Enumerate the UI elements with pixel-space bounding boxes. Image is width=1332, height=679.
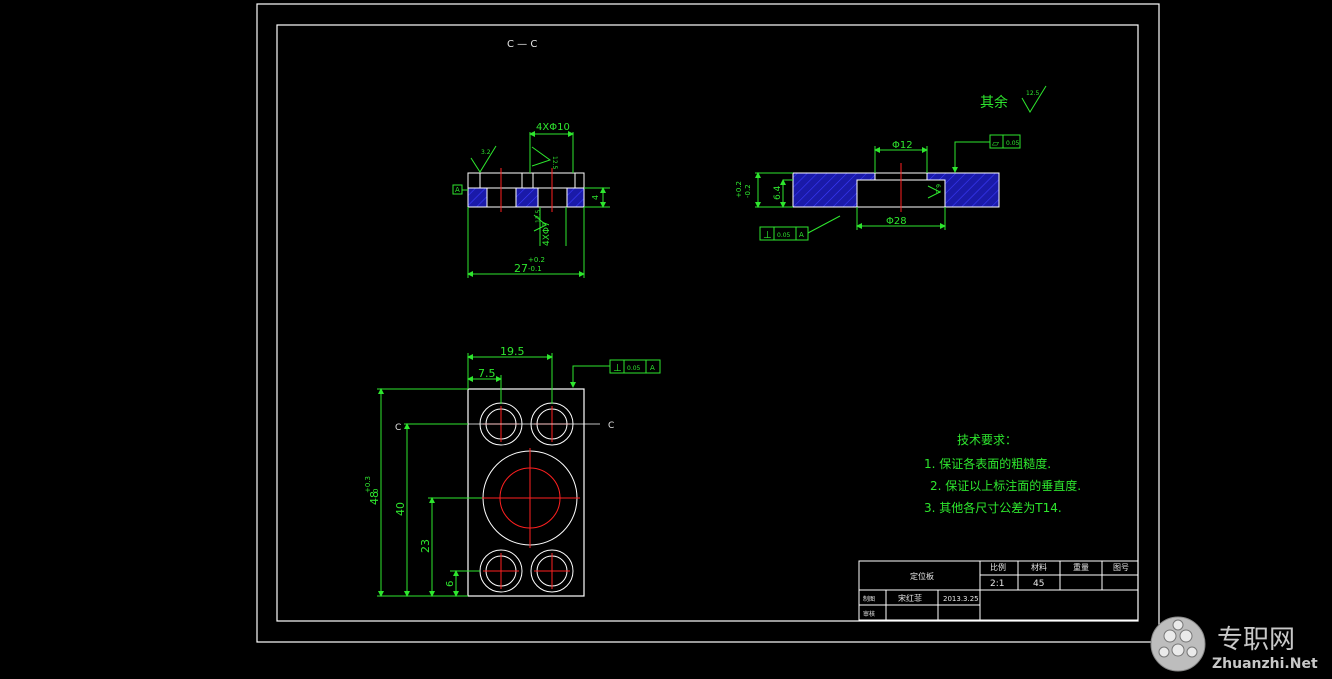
tb-date: 2013.3.25 xyxy=(943,595,979,603)
plan-section-mark-left: C xyxy=(395,423,401,433)
right-roughness-bore: 6.3 xyxy=(934,184,941,194)
plan-dim-48-tol-upper: +0.3 xyxy=(364,476,372,493)
plan-dim-40: 40 xyxy=(394,502,407,516)
right-bore-dim: Φ12 xyxy=(892,140,913,151)
plan-dim-23: 23 xyxy=(419,539,432,553)
left-roughness-left: 3.2 xyxy=(481,149,491,156)
left-hole-callout-bottom: 4XΦ7 xyxy=(542,221,552,246)
plan-dim-48-tol-lower: 0 xyxy=(372,489,380,493)
right-thickness-tol-upper: +0.2 xyxy=(735,181,743,198)
right-thickness-dim: 6.4 xyxy=(773,185,783,200)
plan-dim-48: 48 xyxy=(368,491,381,505)
left-hole-callout-top: 4XΦ10 xyxy=(536,122,570,133)
tb-drawing-no-header: 图号 xyxy=(1113,563,1129,572)
tb-drafter-name: 宋红菲 xyxy=(898,593,922,603)
tech-req-item-1: 1. 保证各表面的粗糙度. xyxy=(924,456,1051,471)
watermark-logo-icon xyxy=(1150,616,1206,672)
tech-req-item-2: 2. 保证以上标注面的垂直度. xyxy=(930,478,1081,493)
tb-reviewer-label: 审核 xyxy=(863,610,875,618)
tb-drafter-label: 制图 xyxy=(863,595,875,603)
left-datum-label: A xyxy=(455,186,460,194)
right-flatness-value: 0.05 xyxy=(1006,140,1020,147)
left-roughness-bottom: 12.5 xyxy=(535,209,542,223)
outer-frame xyxy=(256,3,1160,643)
tb-material-value: 45 xyxy=(1033,579,1044,589)
tb-scale-value: 2:1 xyxy=(990,579,1004,589)
left-depth-dim: 4 xyxy=(591,195,600,200)
watermark-en: Zhuanzhi.Net xyxy=(1212,656,1318,672)
roughness-other-label: 其余 xyxy=(980,94,1008,111)
roughness-other-value: 12.5 xyxy=(1026,90,1040,97)
right-perp-symbol: ⊥ xyxy=(763,230,772,241)
tb-scale-header: 比例 xyxy=(990,562,1006,572)
plan-dim-19-5: 19.5 xyxy=(500,345,525,358)
plan-perp-datum: A xyxy=(650,364,655,372)
plan-perp-symbol: ⊥ xyxy=(613,363,622,374)
right-flatness-symbol: ⏥ xyxy=(992,139,999,149)
title-block xyxy=(858,560,1139,621)
left-width-dim: 27 xyxy=(514,262,528,275)
plan-perp-value: 0.05 xyxy=(627,365,641,372)
section-label: C — C xyxy=(507,39,537,50)
tb-material-header: 材料 xyxy=(1031,562,1047,572)
tech-req-item-3: 3. 其他各尺寸公差为T14. xyxy=(924,500,1062,515)
watermark-cn: 专职网 xyxy=(1217,625,1295,655)
inner-frame xyxy=(276,24,1139,622)
right-perp-datum: A xyxy=(799,231,804,239)
right-section-view xyxy=(755,85,1047,241)
right-perp-value: 0.05 xyxy=(777,232,791,239)
left-width-tol-lower: -0.1 xyxy=(528,265,542,273)
left-width-tol-upper: +0.2 xyxy=(528,256,545,264)
right-thickness-tol-lower: -0.2 xyxy=(744,184,752,198)
tb-part-name: 定位板 xyxy=(910,571,934,581)
plan-view xyxy=(377,353,661,597)
tech-req-title: 技术要求： xyxy=(957,433,1017,447)
plan-dim-6: 6 xyxy=(445,581,456,587)
plan-section-mark-right: C xyxy=(608,421,614,431)
left-roughness-right: 12.5 xyxy=(551,156,558,170)
tb-weight-header: 重量 xyxy=(1073,562,1089,572)
plan-dim-7-5: 7.5 xyxy=(478,367,496,380)
left-section-view xyxy=(452,131,610,278)
right-outer-dim: Φ28 xyxy=(886,216,907,227)
